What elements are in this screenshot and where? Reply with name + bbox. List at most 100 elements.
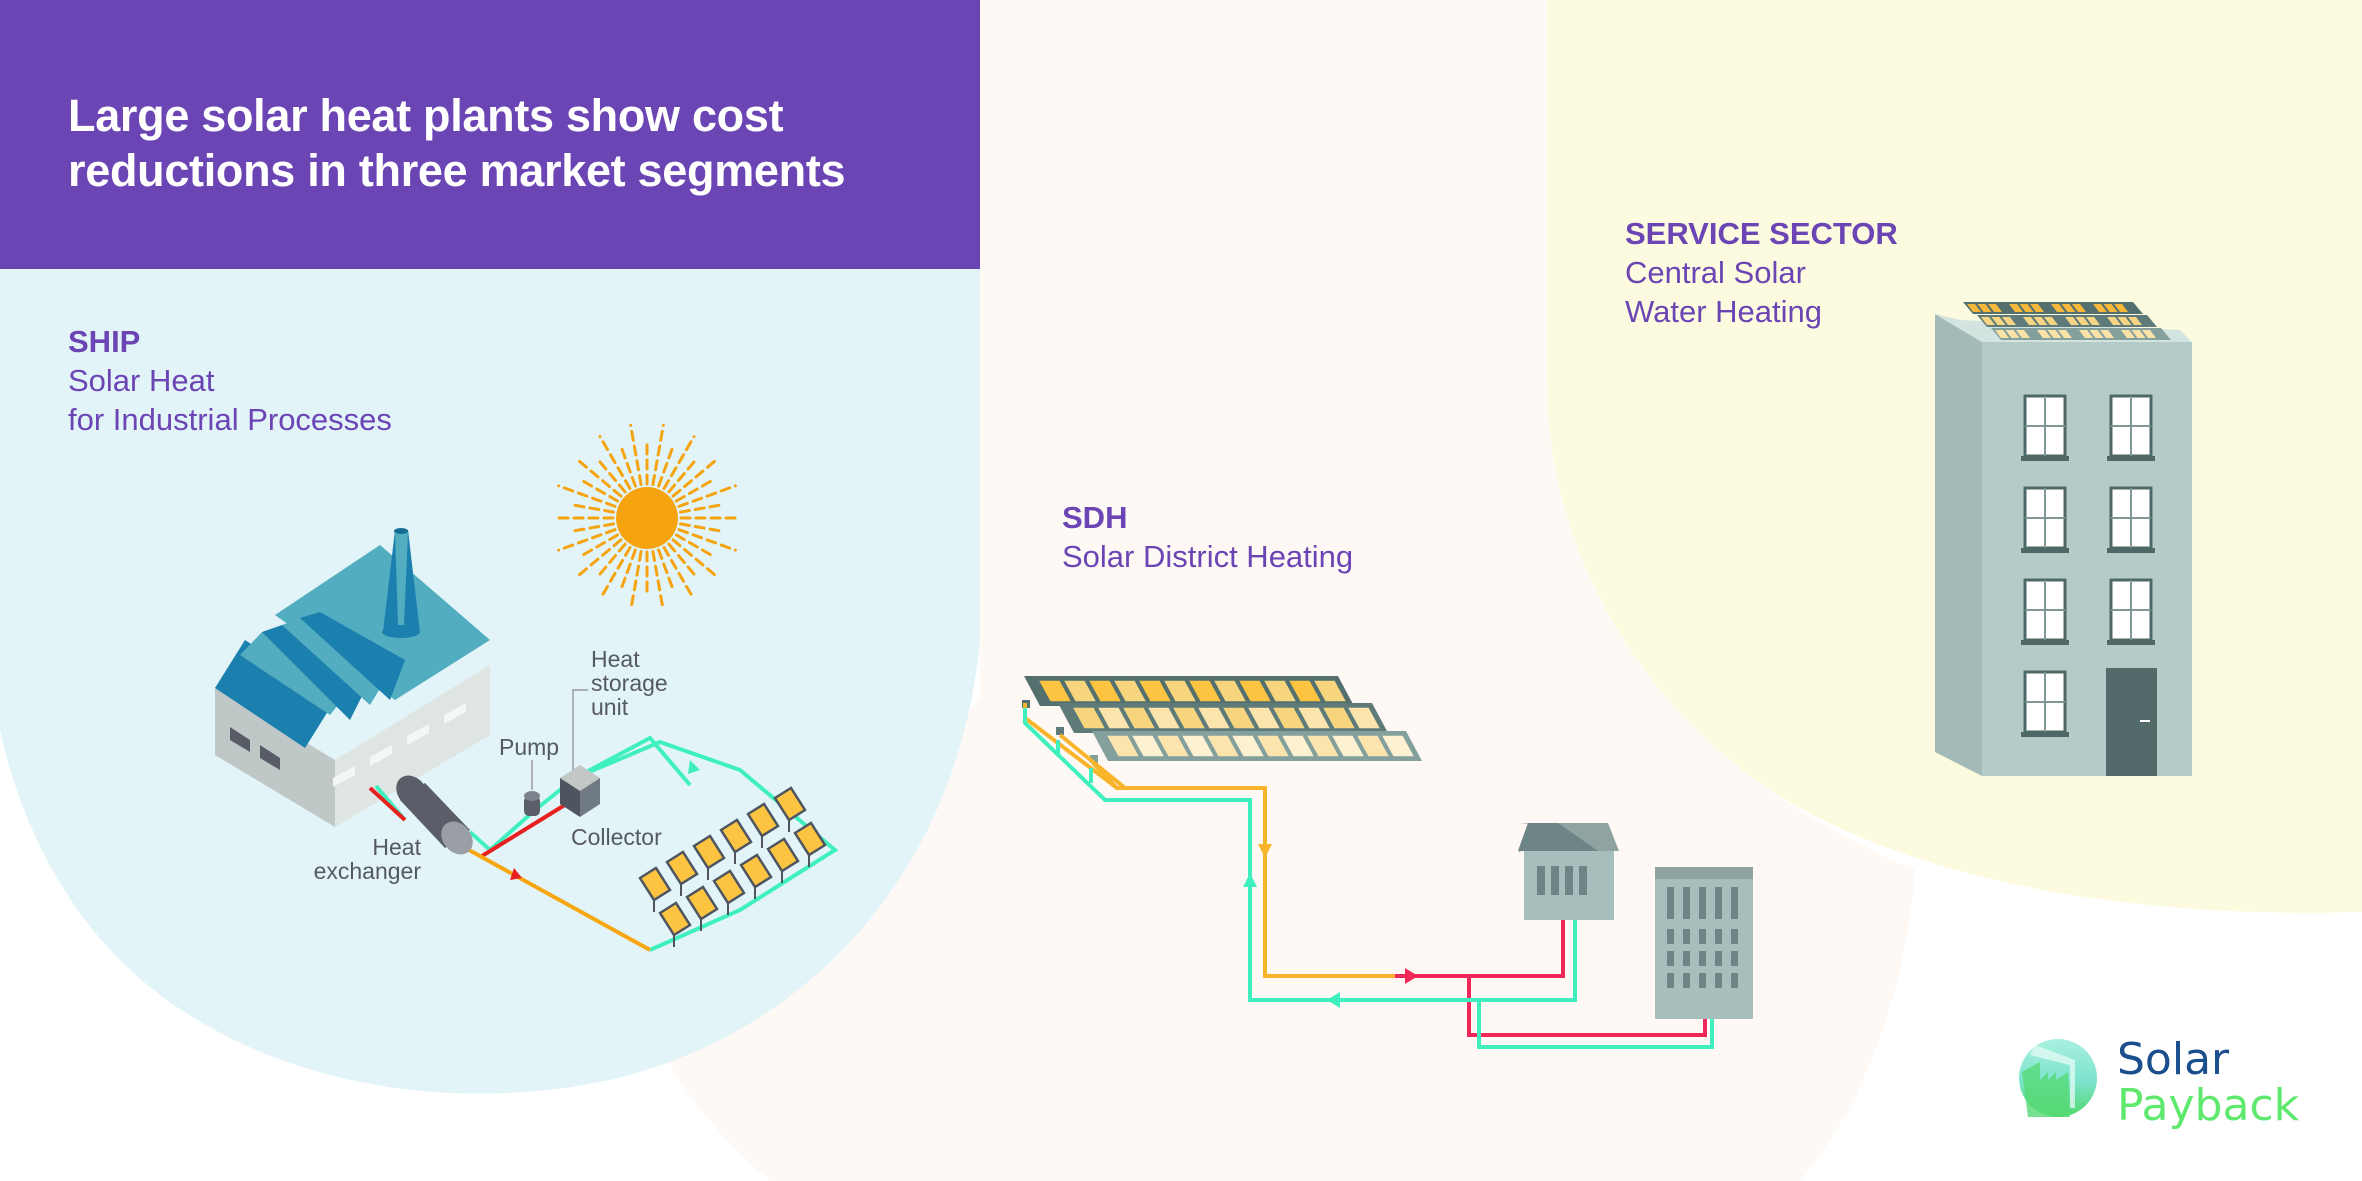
collector-panel	[793, 821, 827, 857]
sdh-collector-cell	[1236, 679, 1274, 703]
apartment-block-icon	[1655, 867, 1753, 1019]
ship-solar-pipe	[459, 843, 651, 952]
roof-collector-cell	[2103, 304, 2118, 312]
sun-ray	[573, 456, 623, 498]
window-sill	[2021, 732, 2069, 737]
pump-icon	[524, 760, 540, 816]
roof-collector-cell	[2005, 330, 2020, 338]
building-windows	[2021, 394, 2155, 737]
ship-desc-line-1: Solar Heat	[68, 363, 215, 398]
roof-collector-cell	[2058, 330, 2072, 338]
sdh-collector-cell	[1295, 706, 1333, 730]
block-window-tall	[1699, 887, 1706, 919]
roof-collector-cell	[2037, 330, 2051, 338]
block-window	[1683, 951, 1690, 966]
block-window	[1683, 973, 1690, 988]
heat-storage-label: Heat storage unit	[591, 647, 668, 719]
roof-collector-cell	[2142, 330, 2156, 338]
roof-collector-cell	[2072, 304, 2086, 312]
heat-exchanger-label-line-1: Heat	[372, 834, 421, 860]
sun-ray	[678, 522, 726, 534]
sun-ray	[657, 548, 676, 593]
sdh-collector-cell	[1070, 706, 1108, 730]
page-title: Large solar heat plants show cost reduct…	[68, 88, 948, 198]
sdh-collector-cell	[1379, 734, 1417, 758]
sun-ray	[557, 484, 617, 508]
sdh-collector-cell	[1220, 706, 1258, 730]
service-abbr: SERVICE SECTOR	[1625, 216, 1898, 251]
roof-collector-cell	[2121, 330, 2135, 338]
block-window-tall	[1715, 887, 1722, 919]
sdh-flow-arrow-left	[1327, 992, 1340, 1008]
sdh-collector-cell	[1311, 679, 1349, 703]
sdh-collector-cell	[1354, 734, 1392, 758]
sdh-collector-cell	[1111, 679, 1149, 703]
sdh-collector-cell	[1254, 734, 1292, 758]
service-desc-line-1: Central Solar	[1625, 255, 1806, 290]
roof-collector-cell	[2131, 330, 2146, 338]
roof-collector-cell	[2009, 304, 2023, 312]
roof-collector-cell	[2093, 304, 2107, 312]
house-icon	[1518, 823, 1619, 920]
sdh-collector-cell	[1095, 706, 1133, 730]
solar-payback-logo: Solar Payback	[2017, 1037, 2299, 1129]
roof-collector-frame	[1963, 302, 2143, 314]
roof-collector-cell	[2002, 317, 2016, 325]
sun-ray	[667, 456, 699, 494]
roof-collector-cell	[1977, 304, 1992, 312]
roof-collector-cell	[2086, 317, 2100, 325]
sdh-solar-pipe-2	[1058, 733, 1127, 790]
sun-ray	[573, 538, 623, 580]
sun-ray	[671, 456, 721, 498]
sdh-collector-cell	[1136, 679, 1174, 703]
roof-collector-cell	[1988, 304, 2002, 312]
sdh-segment-label: SDH Solar District Heating	[1062, 498, 1353, 576]
sdh-flow-arrow-right	[1405, 968, 1418, 984]
sun-ray	[629, 423, 643, 487]
collector-panel	[773, 786, 807, 822]
sdh-collector-connector	[1056, 727, 1064, 735]
roof-collector-cell	[2030, 304, 2044, 312]
sun-ray	[595, 456, 627, 494]
sdh-collector-cell	[1320, 706, 1358, 730]
solar-payback-logo-icon	[2019, 1039, 2097, 1117]
heat-exchanger-label-line-2: exchanger	[313, 858, 421, 884]
sdh-collector-field	[1022, 676, 1422, 763]
window-sill	[2021, 456, 2069, 461]
heat-exchanger-icon	[396, 775, 473, 855]
block-window	[1667, 973, 1674, 988]
collector-panel	[665, 850, 699, 886]
sdh-desc-line-1: Solar District Heating	[1062, 539, 1354, 574]
sdh-collector-cell	[1304, 734, 1342, 758]
collector-panel	[712, 869, 746, 905]
roof-collector-cell	[2023, 317, 2037, 325]
ship-abbr: SHIP	[68, 324, 141, 359]
sun-ray	[618, 548, 637, 593]
roof-collector-cell	[2100, 330, 2114, 338]
sun-ray	[674, 477, 717, 503]
block-window	[1731, 973, 1738, 988]
sdh-pipe-network	[1023, 703, 1714, 1049]
window-sill	[2021, 640, 2069, 645]
sdh-collector-cell	[1154, 734, 1192, 758]
roof-collector-cell	[2117, 317, 2132, 325]
sdh-collector-cell	[1270, 706, 1308, 730]
roof-collector-cell	[2051, 304, 2065, 312]
sdh-cold-pipe-4	[1477, 1000, 1714, 1049]
title-line-1: Large solar heat plants show cost	[68, 90, 784, 141]
sun-ray	[678, 502, 726, 514]
sdh-collector-cell	[1104, 734, 1142, 758]
ship-segment-label: SHIP Solar Heat for Industrial Processes	[68, 322, 392, 439]
sun-disc	[616, 487, 678, 549]
sun-ray	[568, 502, 616, 514]
ship-flow-arrow-orange	[510, 868, 522, 880]
sdh-collector-connector	[1090, 755, 1098, 763]
block-window	[1715, 951, 1722, 966]
sdh-hot-pipe	[1395, 920, 1565, 978]
roof-collector-cell	[2089, 330, 2104, 338]
sun-ray	[674, 533, 717, 559]
roof-collector-cell	[2061, 304, 2076, 312]
block-window-tall	[1667, 887, 1674, 919]
block-window	[1699, 929, 1706, 944]
